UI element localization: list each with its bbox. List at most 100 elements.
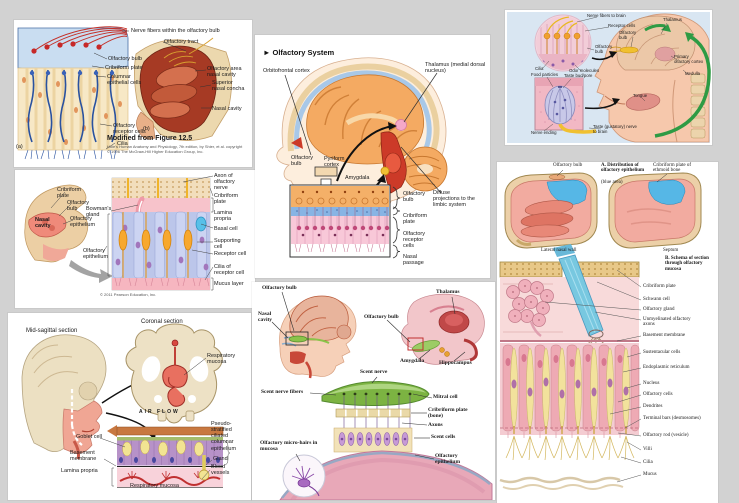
label-lateral-nasal-wall: Lateral nasal wall xyxy=(541,248,577,253)
tile-title-olfactory-system: ► Olfactory System xyxy=(263,48,335,57)
label-olfactory-tract: Olfactory tract xyxy=(164,39,199,45)
label-olfactory-cells: Olfactory cells xyxy=(643,392,673,397)
gray-zoom-arrow xyxy=(69,260,113,283)
label-cilia-of-receptor-cell: Cilia of receptor cell xyxy=(214,264,244,277)
netter-olfactory-illustration xyxy=(499,169,702,490)
inset-cribriform-band xyxy=(291,207,389,216)
leader-lines xyxy=(295,376,435,462)
olfactory-bulb-shape xyxy=(548,174,566,180)
mucus-band xyxy=(112,278,210,290)
label-basal-cell: Basal cell xyxy=(214,226,238,232)
label-schwann-cell: Schwann cell xyxy=(643,297,670,302)
tile-olfactory-system[interactable]: ► Olfactory System Orbitofrontal cortex … xyxy=(255,35,490,278)
olfactory-bulb-box xyxy=(314,166,338,177)
cilia-fringe xyxy=(24,149,117,160)
tile-scent-pathway[interactable]: Olfactory bulb Nasal cavity Olfactory bu… xyxy=(252,282,495,500)
section-a-title: A. Distribution of olfactory epithelium xyxy=(601,163,645,174)
olfactory-epithelium-blue-area xyxy=(546,179,588,205)
label-goblet-cell: Goblet cell xyxy=(76,434,102,440)
label-gustatory-nerve: Taste (gustatory) nerve to brain xyxy=(593,124,637,134)
braces xyxy=(392,186,401,259)
csf-band xyxy=(294,70,432,165)
label-blood-vessels: Blood vessels xyxy=(211,464,230,477)
label-olfactory-bulb: Olfactory bulb xyxy=(553,163,583,168)
goblet-cells xyxy=(122,439,204,457)
label-nasal-cavity: Nasal cavity xyxy=(258,311,273,324)
label-axon-of-olfactory-nerve: Axon of olfactory nerve xyxy=(214,173,235,192)
nerve-fibers-to-brain xyxy=(546,16,578,34)
thalamus-dot xyxy=(395,119,407,131)
schwann-nerve-bundle xyxy=(558,254,604,337)
label-terminal-bars: Terminal bars (desmosomes) xyxy=(643,416,701,421)
label-cilia: Cilia xyxy=(117,141,128,147)
label-cilia: Cilia xyxy=(535,66,544,71)
label-supporting-cell: Supporting cell xyxy=(214,238,241,251)
epithelium-strip xyxy=(333,427,413,453)
label-villi: Villi xyxy=(643,447,652,452)
pearson-copyright: © 2011 Pearson Education, Inc. xyxy=(100,292,157,297)
label-pseudostratified-epithelium: Pseudo-stratified ciliated columnar epit… xyxy=(211,421,237,452)
label-inset-receptor-cells: Olfactory receptor cells xyxy=(403,231,426,250)
label-amygdala: Amygdala xyxy=(345,175,370,181)
label-nucleus: Nucleus xyxy=(643,381,660,386)
label-basement-membrane: Basement membrane xyxy=(643,333,686,338)
scent-pathway-illustration xyxy=(271,291,493,500)
leader-lines xyxy=(542,16,690,132)
label-inset-nasal-passage: Nasal passage xyxy=(403,254,424,267)
cilia-tufts xyxy=(505,435,635,461)
label-sustentacular-cells: Sustentacular cells xyxy=(643,350,681,355)
label-axons: Axons xyxy=(428,422,443,428)
label-cribriform-plate: Cribriform plate xyxy=(105,65,143,71)
olfactory-rods xyxy=(513,426,627,434)
label-olfactory-bulb-inset: Olfactory bulb xyxy=(595,44,613,54)
amygdala-dot xyxy=(380,166,390,176)
section-a-note: (blue area) xyxy=(601,180,623,185)
label-nerve-fibers-to-brain: Nerve fibers to brain xyxy=(587,13,626,18)
figure-caption-title: Modified from Figure 12.5 xyxy=(107,135,193,142)
tile-olfactory-receptors[interactable]: Nerve fibers within the olfactory bulb O… xyxy=(14,20,252,167)
label-septum: Septum xyxy=(663,248,679,253)
label-olfactory-rod: Olfactory rod (vesicle) xyxy=(643,433,689,438)
label-olfactory-epithelium: Olfactory epithelium xyxy=(435,453,461,466)
label-olfactory-bulb-left: Olfactory bulb xyxy=(262,285,297,291)
label-gland: Gland xyxy=(213,456,228,462)
mucus-wave xyxy=(499,476,621,484)
label-nerve-fibers: Nerve fibers within the olfactory bulb xyxy=(131,28,220,34)
label-nasal-cavity: Nasal cavity xyxy=(35,217,51,230)
label-thalamus: Thalamus xyxy=(663,17,682,22)
lamina-propria-band xyxy=(112,198,210,212)
tile-respiratory-mucosa[interactable]: Mid-sagittal section Coronal section Res… xyxy=(8,313,251,500)
label-olfactory-bulb: Olfactory bulb xyxy=(67,200,90,213)
leader-lines xyxy=(99,437,231,487)
label-mucus-layer: Mucus layer xyxy=(214,281,244,287)
label-cribriform-plate: Cribriform plate xyxy=(57,187,82,200)
tile-taste-smell-pathways[interactable]: Nerve fibers to brain Receptor cells Olf… xyxy=(505,10,712,145)
tile-netter-olfactory[interactable]: Olfactory bulb A. Distribution of olfact… xyxy=(497,162,718,503)
label-olfactory-micro-hairs: Olfactory micro-hairs in mucosa xyxy=(260,440,318,453)
leader-lines xyxy=(50,175,214,291)
label-scent-nerve: Scent nerve xyxy=(360,369,388,375)
label-inset-olfactory-bulb: Olfactory bulb xyxy=(403,191,426,204)
tile-olfactory-epithelium[interactable]: Cribriform plate Olfactory bulb Nasal ca… xyxy=(15,170,255,308)
label-cribriform-plate-2: Cribriform plate xyxy=(214,193,239,206)
gustatory-nerve xyxy=(558,123,597,134)
label-cilia: Cilia xyxy=(643,460,653,465)
skull-band xyxy=(287,63,440,171)
label-olfactory-bulb: Olfactory bulb xyxy=(108,56,142,62)
label-taste-bud-pore: Taste bud/pore xyxy=(564,73,593,78)
inset-cilia xyxy=(294,243,386,253)
label-columnar-epithelial-cells: Columnar epithelial cells xyxy=(107,74,142,87)
label-olfactory-bulb: Olfactory bulb xyxy=(291,155,314,168)
label-nerve-ending: Nerve ending xyxy=(531,130,557,135)
leader-lines xyxy=(91,30,212,150)
label-odor-molecules: Odor molecules xyxy=(569,68,600,73)
green-pathway-arrow xyxy=(654,34,711,138)
sustentacular-cells xyxy=(502,344,640,432)
leader-lines xyxy=(544,269,642,483)
olfactory-receptors-illustration xyxy=(17,26,232,160)
hippocampus-curl xyxy=(463,338,478,362)
label-mid-sagittal-section: Mid-sagittal section xyxy=(26,328,78,334)
label-superior-nasal-concha: Superior nasal concha xyxy=(212,80,245,93)
label-tongue: Tongue xyxy=(633,93,648,98)
label-cribriform-plate-bone: Cribriform plate (bone) xyxy=(428,407,468,420)
